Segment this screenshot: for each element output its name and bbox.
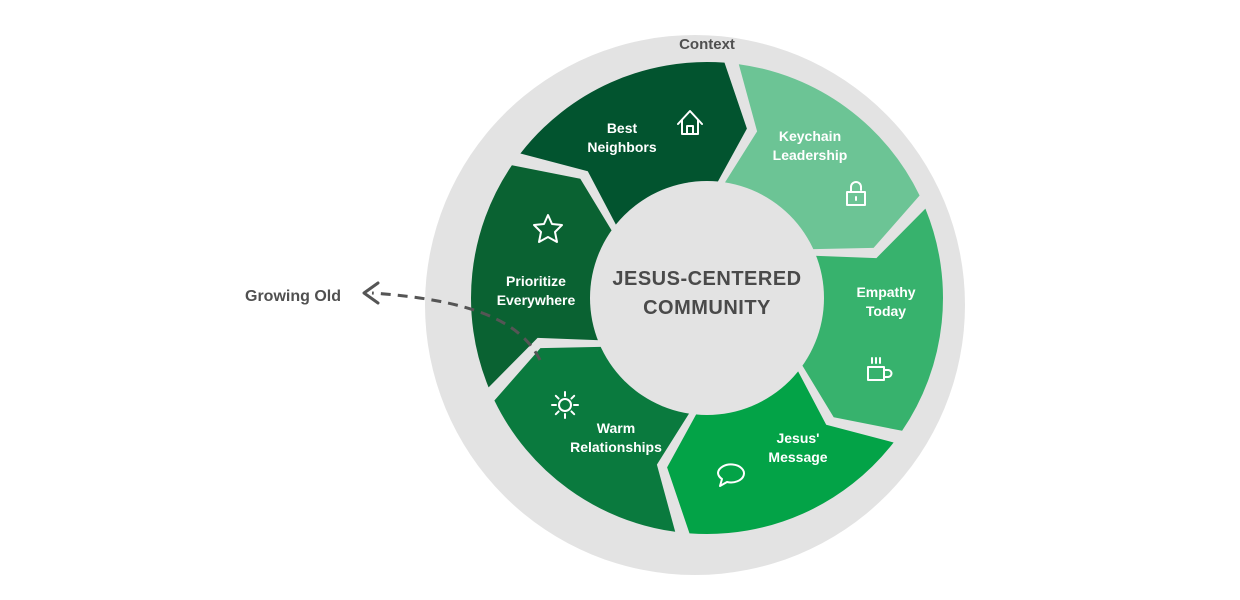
segment-best-neighbors (520, 61, 747, 230)
sun-icon (551, 391, 579, 419)
star-icon (533, 214, 563, 243)
growing-old-label: Growing Old (245, 288, 341, 305)
coffee-cup-icon (867, 357, 893, 381)
segment-prioritize-everywhere (471, 165, 615, 388)
dashed-arrow-line (371, 291, 542, 361)
center-disc (590, 181, 824, 415)
context-label: Context (679, 36, 735, 53)
segment-empathy-today (799, 208, 943, 431)
center-title-line1: JESUS-CENTERED (612, 268, 801, 290)
house-icon (677, 110, 703, 135)
arrowhead-icon (362, 281, 380, 305)
segment-label-jesus-message: Jesus'Message (768, 430, 827, 465)
center-title-line2: COMMUNITY (643, 297, 771, 319)
speech-bubble-icon (717, 463, 745, 487)
lock-icon (846, 181, 866, 206)
segment-jesus-message (667, 366, 894, 535)
